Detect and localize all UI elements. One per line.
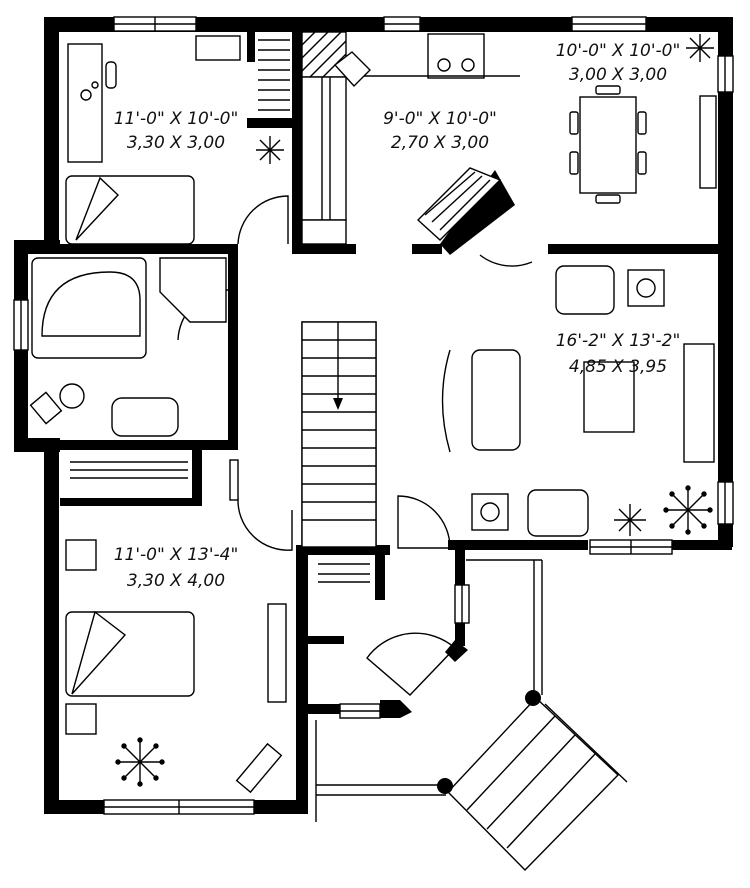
dining-imperial: 10'-0" X 10'-0" <box>556 41 681 61</box>
living-furniture <box>441 265 715 537</box>
doors <box>177 195 533 696</box>
living-metric: 4,85 X 3,95 <box>569 357 667 377</box>
kitchen-metric: 2,70 X 3,00 <box>391 133 489 153</box>
room-labels: 11'-0" X 10'-0" 3,30 X 3,00 9'-0" X 10'-… <box>114 41 681 591</box>
plant-icon <box>614 504 646 536</box>
living-imperial: 16'-2" X 13'-2" <box>556 331 681 351</box>
master-bedroom-furniture <box>65 461 370 794</box>
master-bedroom-imperial: 11'-0" X 13'-4" <box>114 545 239 565</box>
bath-fixtures <box>29 257 227 437</box>
master-bedroom-metric: 3,30 X 4,00 <box>127 571 225 591</box>
bedroom-2-metric: 3,30 X 3,00 <box>127 133 225 153</box>
plant-icon <box>663 485 713 535</box>
plant-icon <box>115 737 165 787</box>
plant-icon <box>256 136 284 164</box>
dining-metric: 3,00 X 3,00 <box>569 65 667 85</box>
plant-icon <box>686 34 714 62</box>
bedroom-2-furniture <box>65 35 290 245</box>
windows <box>13 16 734 815</box>
front-porch <box>315 559 628 871</box>
arrow-down-icon <box>333 398 343 410</box>
plant-icons <box>115 34 714 787</box>
kitchen-imperial: 9'-0" X 10'-0" <box>383 109 497 129</box>
dining-furniture <box>416 85 717 241</box>
stairs[interactable] <box>301 321 377 548</box>
bedroom-2-imperial: 11'-0" X 10'-0" <box>114 109 239 129</box>
kitchen-fixtures <box>301 31 520 245</box>
